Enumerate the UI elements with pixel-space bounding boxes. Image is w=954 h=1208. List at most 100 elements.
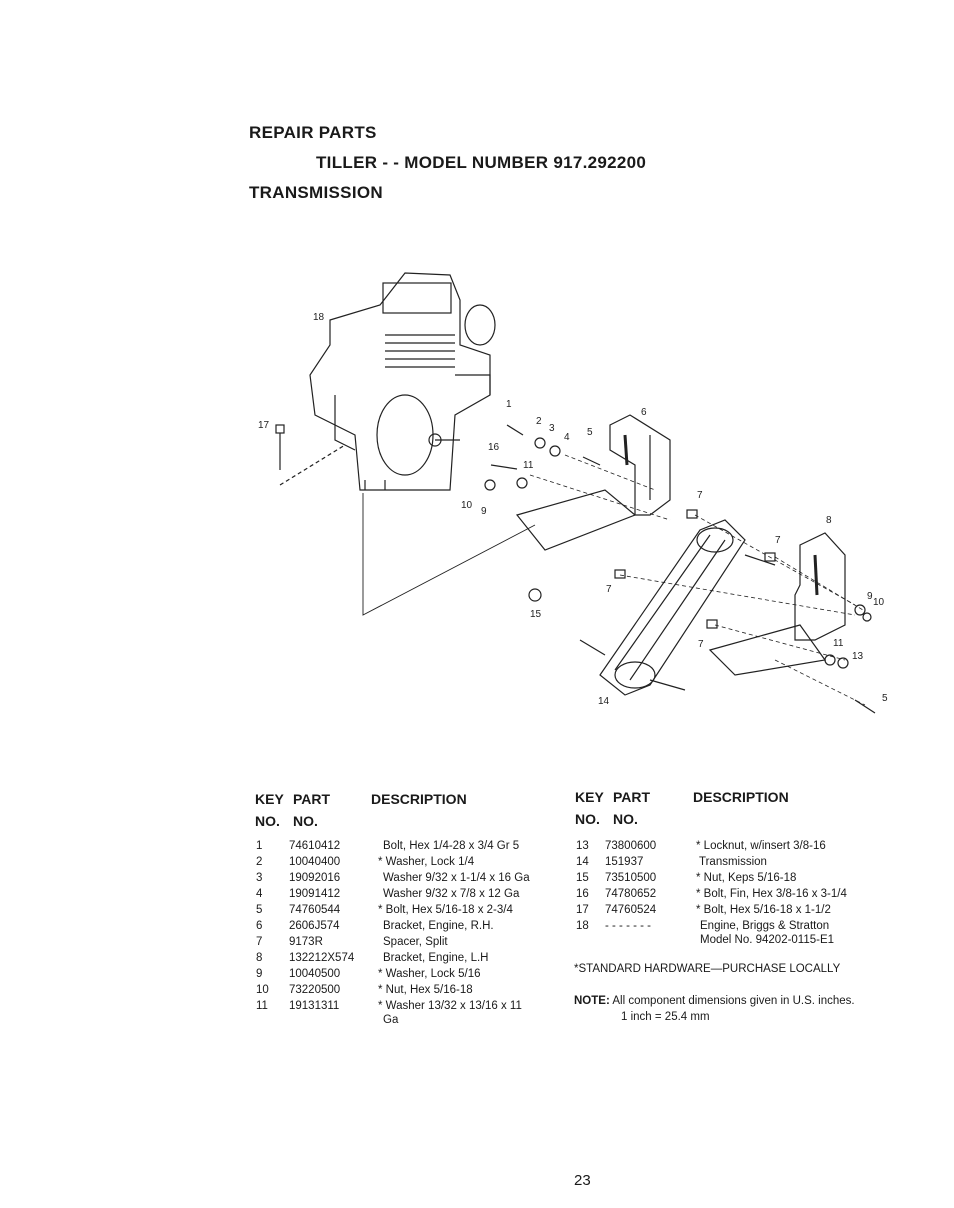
key-no: 11 — [256, 1000, 268, 1012]
key-no: 8 — [256, 952, 263, 964]
callout-3: 3 — [549, 423, 555, 434]
model-title: TILLER - - MODEL NUMBER 917.292200 — [316, 153, 647, 172]
key-no: 17 — [576, 904, 589, 916]
part-description-line2: Model No. 94202-0115-E1 — [700, 934, 835, 946]
callout-6: 6 — [641, 407, 647, 418]
no-header: NO. — [575, 811, 600, 827]
part-description: Bolt, Hex 1/4-28 x 3/4 Gr 5 — [383, 840, 520, 852]
callout-10: 10 — [873, 597, 885, 608]
part-no: 73800600 — [605, 840, 657, 852]
conversion-note: 1 inch = 25.4 mm — [621, 1011, 710, 1023]
key-header: KEY — [575, 789, 604, 805]
part-description: * Washer 13/32 x 13/16 x 11 — [378, 1000, 522, 1012]
part-description: * Nut, Keps 5/16-18 — [696, 872, 797, 884]
key-no: 7 — [256, 936, 263, 948]
bracket-6-rh — [515, 414, 671, 551]
part-no: 10040500 — [289, 968, 341, 980]
callout-10: 10 — [461, 500, 473, 511]
key-no: 16 — [576, 888, 589, 900]
part-description-line2: Ga — [383, 1014, 399, 1026]
part-no: 74610412 — [289, 840, 341, 852]
hardware — [484, 424, 876, 714]
callout-2: 2 — [536, 416, 542, 427]
key-no: 14 — [576, 856, 589, 868]
part-description: * Bolt, Hex 5/16-18 x 2-3/4 — [378, 904, 513, 916]
part-description: * Bolt, Hex 5/16-18 x 1-1/2 — [696, 904, 831, 916]
part-description: Transmission — [699, 856, 767, 868]
no-header: NO. — [255, 813, 280, 829]
note-text: All component dimensions given in U.S. i… — [612, 995, 855, 1007]
part-description: Washer 9/32 x 7/8 x 12 Ga — [383, 888, 520, 900]
part-header: PART — [293, 791, 331, 807]
callout-11: 11 — [833, 638, 844, 649]
subsection-title: TRANSMISSION — [249, 183, 383, 202]
part-no: - - - - - - - — [605, 920, 651, 932]
key-no: 1 — [256, 840, 263, 852]
bolt-17 — [275, 424, 285, 470]
callout-8: 8 — [826, 515, 832, 526]
engine-drawing — [309, 272, 496, 491]
bracket-8-lh — [708, 532, 846, 676]
callout-18: 18 — [313, 312, 325, 323]
part-description: Engine, Briggs & Stratton — [700, 920, 830, 932]
callout-7: 7 — [775, 535, 781, 546]
standard-hardware-note: *STANDARD HARDWARE—PURCHASE LOCALLY — [574, 963, 841, 975]
page-number: 23 — [574, 1172, 591, 1189]
callout-7: 7 — [698, 639, 704, 650]
part-description: Spacer, Split — [383, 936, 448, 948]
part-no: 74760524 — [605, 904, 657, 916]
part-description: * Washer, Lock 5/16 — [378, 968, 481, 980]
part-description: * Locknut, w/insert 3/8-16 — [696, 840, 826, 852]
callout-9: 9 — [867, 591, 873, 602]
part-no: 9173R — [289, 936, 323, 948]
key-header: KEY — [255, 791, 284, 807]
callout-1: 1 — [506, 399, 512, 410]
part-description: Bracket, Engine, R.H. — [383, 920, 494, 932]
callout-15: 15 — [530, 609, 542, 620]
callout-7: 7 — [606, 584, 612, 595]
key-no: 4 — [256, 888, 263, 900]
callout-16: 16 — [488, 442, 500, 453]
key-no: 10 — [256, 984, 269, 996]
part-no: 19092016 — [289, 872, 341, 884]
callout-5: 5 — [882, 693, 888, 704]
callout-11: 11 — [523, 460, 534, 471]
no-header: NO. — [613, 811, 638, 827]
callout-9: 9 — [481, 506, 487, 517]
key-no: 13 — [576, 840, 589, 852]
key-no: 18 — [576, 920, 589, 932]
part-no: 74760544 — [289, 904, 341, 916]
description-header: DESCRIPTION — [371, 791, 467, 807]
callout-labels: 18 17 1 2 3 4 5 6 16 11 10 9 7 8 7 7 9 1… — [258, 312, 888, 707]
transmission-14 — [579, 519, 776, 696]
part-no: 73510500 — [605, 872, 657, 884]
part-description: Washer 9/32 x 1-1/4 x 16 Ga — [383, 872, 530, 884]
callout-4: 4 — [564, 432, 570, 443]
note-label: NOTE: — [574, 995, 610, 1007]
callout-14: 14 — [598, 696, 610, 707]
part-header: PART — [613, 789, 651, 805]
exploded-parts-diagram: 18 17 1 2 3 4 5 6 16 11 10 9 7 8 7 7 9 1… — [258, 272, 888, 714]
dimensions-note: NOTE: All component dimensions given in … — [574, 995, 855, 1007]
part-no: 19091412 — [289, 888, 341, 900]
callout-7: 7 — [697, 490, 703, 501]
part-description: * Bolt, Fin, Hex 3/8-16 x 3-1/4 — [696, 888, 847, 900]
part-no: 2606J574 — [289, 920, 340, 932]
part-no: 10040400 — [289, 856, 341, 868]
key-no: 15 — [576, 872, 589, 884]
no-header: NO. — [293, 813, 318, 829]
key-no: 6 — [256, 920, 263, 932]
part-no: 19131311 — [289, 1000, 340, 1012]
part-no: 132212X574 — [289, 952, 355, 964]
key-no: 2 — [256, 856, 263, 868]
callout-17: 17 — [258, 420, 270, 431]
part-description: * Washer, Lock 1/4 — [378, 856, 475, 868]
section-title: REPAIR PARTS — [249, 123, 377, 142]
part-description: Bracket, Engine, L.H — [383, 952, 489, 964]
key-no: 9 — [256, 968, 263, 980]
part-no: 73220500 — [289, 984, 341, 996]
part-no: 74780652 — [605, 888, 657, 900]
part-no: 151937 — [605, 856, 644, 868]
key-no: 3 — [256, 872, 263, 884]
key-no: 5 — [256, 904, 263, 916]
